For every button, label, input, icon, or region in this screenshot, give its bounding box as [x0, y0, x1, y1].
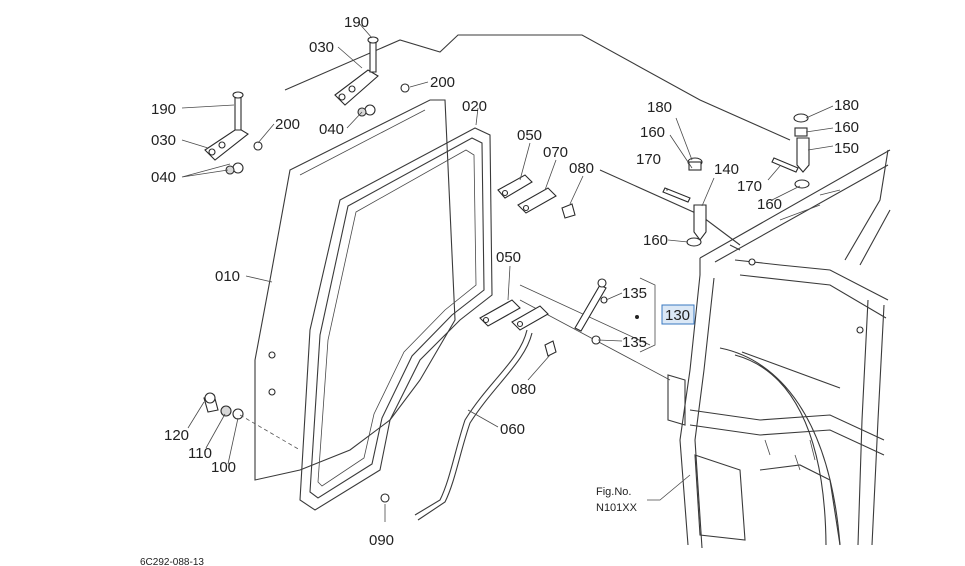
label-200-lower: 200: [275, 116, 300, 133]
label-170-left: 170: [636, 151, 661, 168]
label-080-lower: 080: [511, 381, 536, 398]
label-190-upper: 190: [344, 14, 369, 31]
label-050-lower: 050: [496, 249, 521, 266]
label-170-right: 170: [737, 178, 762, 195]
label-135-lower: 135: [622, 334, 647, 351]
label-130: 130: [665, 307, 690, 324]
frame-brackets: [662, 113, 810, 247]
label-180-right: 180: [834, 97, 859, 114]
hinge-plates: [479, 174, 576, 357]
label-030-upper: 030: [309, 39, 334, 56]
upper-hinges: [204, 36, 410, 175]
label-120: 120: [164, 427, 189, 444]
label-140: 140: [714, 161, 739, 178]
part-labels: 190 030 200 040 190 030 200 040 020 050 …: [151, 14, 859, 549]
label-160-right-a: 160: [834, 119, 859, 136]
figure-reference: Fig.No. N101XX 6C292-088-13: [140, 486, 638, 566]
label-040-upper: 040: [319, 121, 344, 138]
label-010: 010: [215, 268, 240, 285]
door-stay-rod: [380, 329, 533, 521]
latch-parts: [203, 392, 301, 451]
leader-lines: [181, 21, 834, 522]
cab-frame: [667, 149, 891, 549]
label-050-upper: 050: [517, 127, 542, 144]
fig-no-value: N101XX: [596, 502, 638, 514]
label-135-upper: 135: [622, 285, 647, 302]
door-seal-frame: [299, 127, 493, 511]
label-190-lower: 190: [151, 101, 176, 118]
label-110: 110: [188, 445, 212, 462]
label-060: 060: [500, 421, 525, 438]
label-030-lower: 030: [151, 132, 176, 149]
label-160-right-b: 160: [757, 196, 782, 213]
label-160-left-b: 160: [643, 232, 668, 249]
label-070: 070: [543, 144, 568, 161]
label-200-upper: 200: [430, 74, 455, 91]
label-100: 100: [211, 459, 236, 476]
fig-no-label: Fig.No.: [596, 486, 631, 498]
label-080-upper: 080: [569, 160, 594, 177]
label-130-highlight: [661, 304, 695, 325]
door-glass-panel: [254, 99, 456, 481]
label-180-left: 180: [647, 99, 672, 116]
label-040-lower: 040: [151, 169, 176, 186]
label-020: 020: [462, 98, 487, 115]
label-160-left-a: 160: [640, 124, 665, 141]
label-150: 150: [834, 140, 859, 157]
document-code: 6C292-088-13: [140, 557, 204, 566]
label-090: 090: [369, 532, 394, 549]
